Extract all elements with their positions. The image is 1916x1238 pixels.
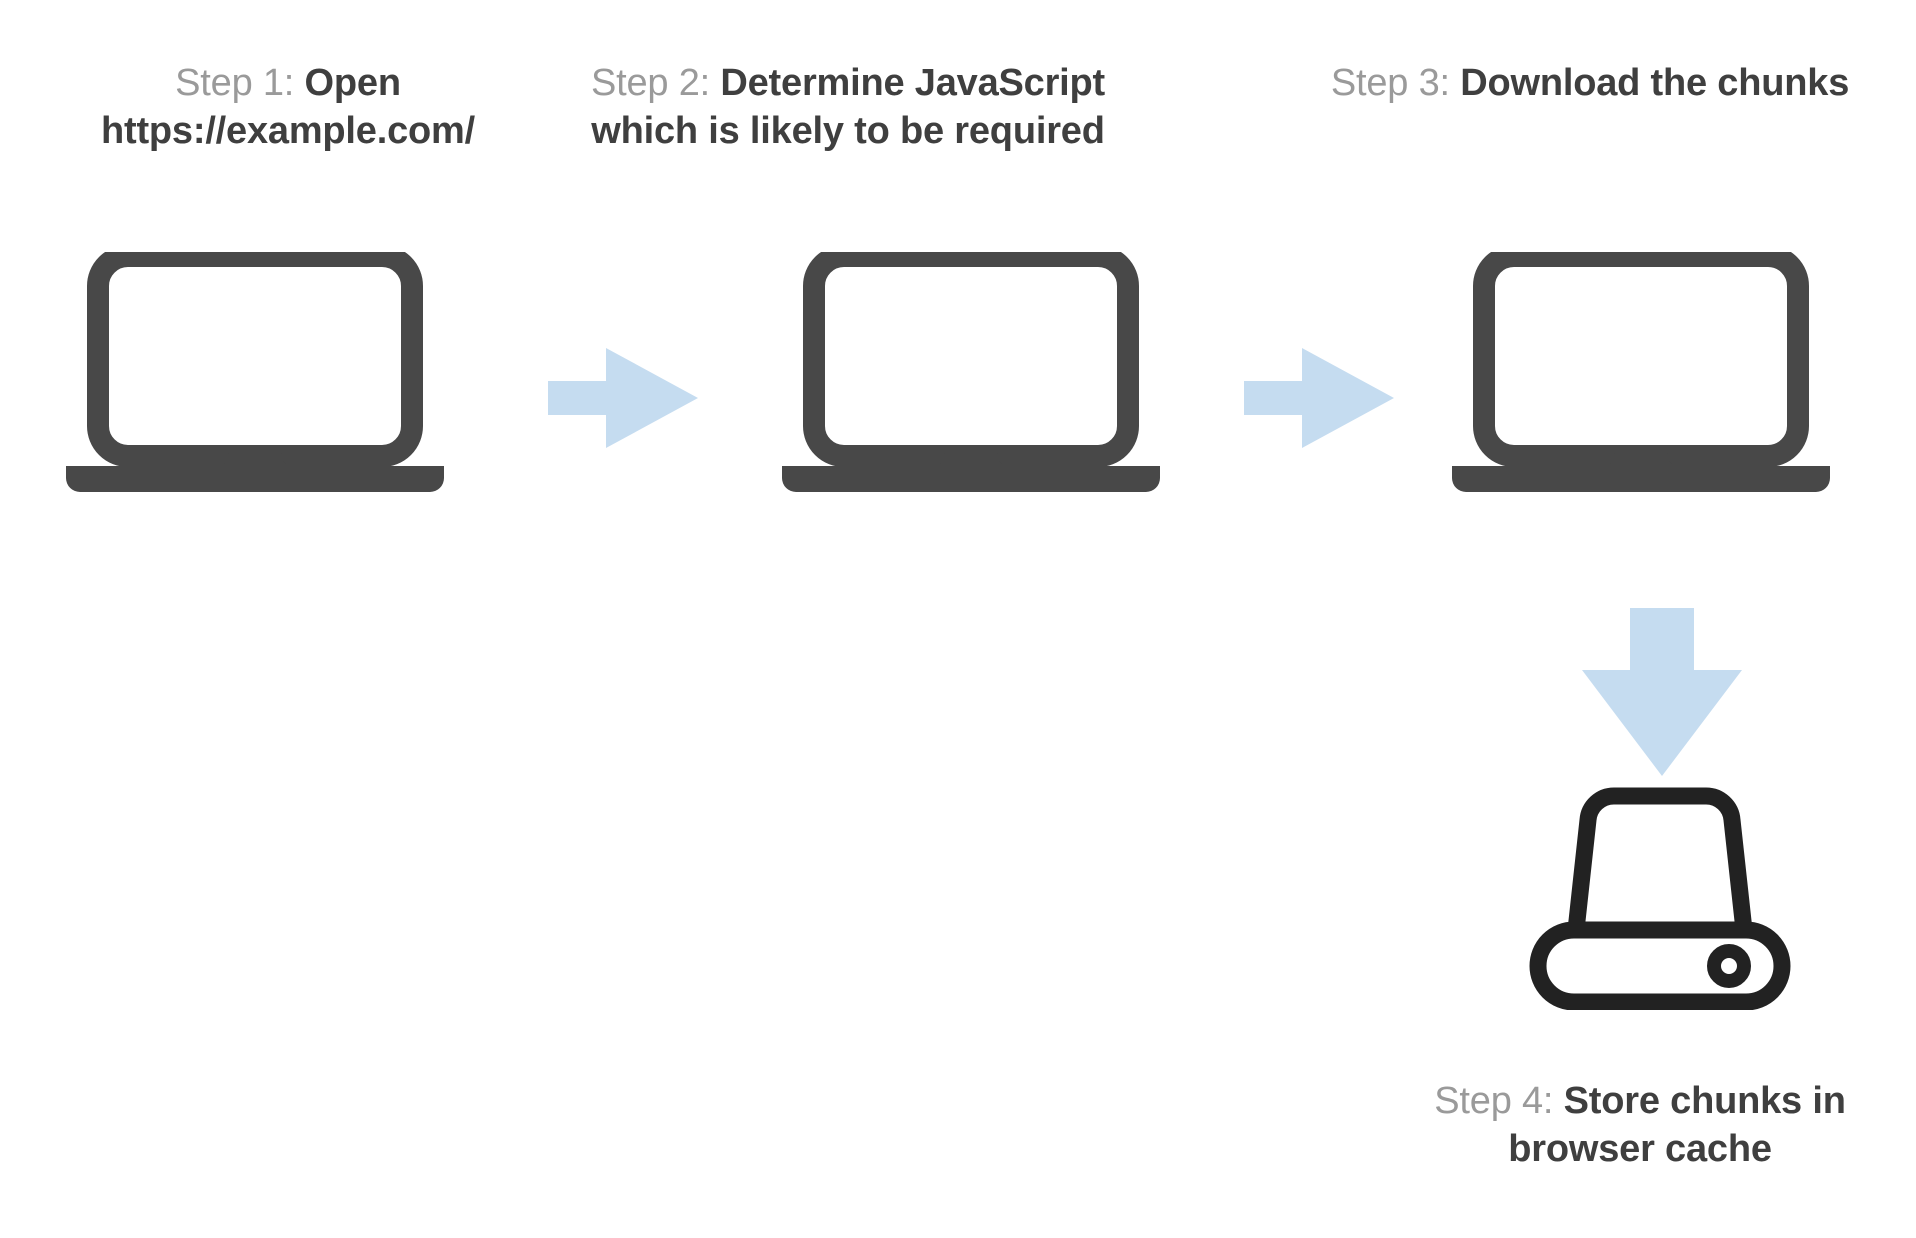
laptop-base [66,450,444,492]
step-3-title: Download the chunks [1460,62,1850,104]
laptop-base [782,450,1160,492]
step-2-label: Step 2: Determine JavaScript which is li… [588,60,1108,156]
step-2-prefix: Step 2: [590,62,711,104]
step-4-label: Step 4: Store chunks in browser cache [1380,1078,1900,1174]
arrow-right-icon-2 [1244,348,1394,448]
step-2-title: Determine JavaScript which is likely to … [591,62,1106,152]
laptop-screen-bezel [1473,252,1809,467]
hard-drive-body [1567,787,1753,939]
step-1-laptop-icon [62,252,482,492]
laptop-base [1452,450,1830,492]
step-3-label: Step 3: Download the chunks [1330,60,1850,108]
step-3-laptop-icon [1448,252,1868,492]
arrow-down-icon [1582,608,1742,776]
step-4-hard-drive-icon [1524,782,1796,1010]
laptop-screen-bezel [803,252,1139,467]
step-2-laptop-icon [778,252,1198,492]
step-1-label: Step 1: Open https://example.com/ [28,60,548,156]
step-4-title: Store chunks in browser cache [1508,1080,1846,1170]
step-3-prefix: Step 3: [1330,62,1450,104]
step-1-title: Open https://example.com/ [101,62,475,152]
hard-drive-led-icon [1707,944,1751,988]
step-1-prefix: Step 1: [175,62,295,104]
step-4-prefix: Step 4: [1434,1080,1554,1122]
laptop-screen-bezel [87,252,423,467]
arrow-right-icon-1 [548,348,698,448]
